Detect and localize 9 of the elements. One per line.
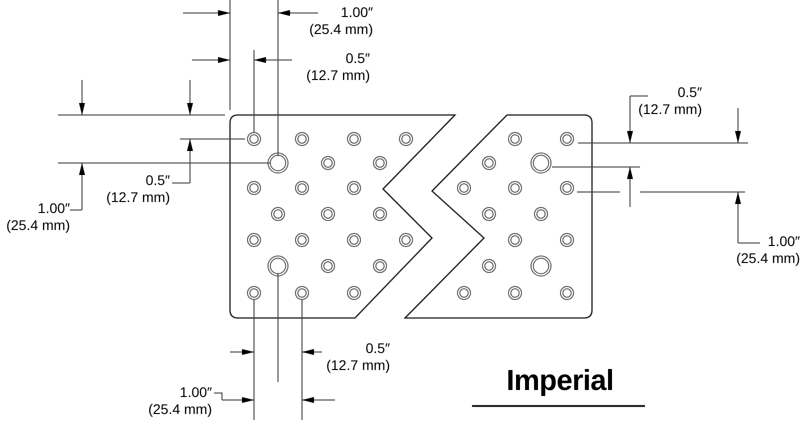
dimension-label: 1.00″ (25.4 mm) <box>309 4 373 38</box>
dimension-label: 0.5″ (12.7 mm) <box>106 172 170 206</box>
dimension-label: 1.00″ (25.4 mm) <box>6 200 70 234</box>
dimension-label: 0.5″ (12.7 mm) <box>306 50 370 84</box>
dimension-label: 0.5″ (12.7 mm) <box>326 340 390 374</box>
title: Imperial <box>505 364 615 398</box>
dimension-label: 1.00″ (25.4 mm) <box>148 384 212 418</box>
dimension-label: 1.00″ (25.4 mm) <box>736 233 800 267</box>
dimension-label: 0.5″ (12.7 mm) <box>638 84 702 118</box>
